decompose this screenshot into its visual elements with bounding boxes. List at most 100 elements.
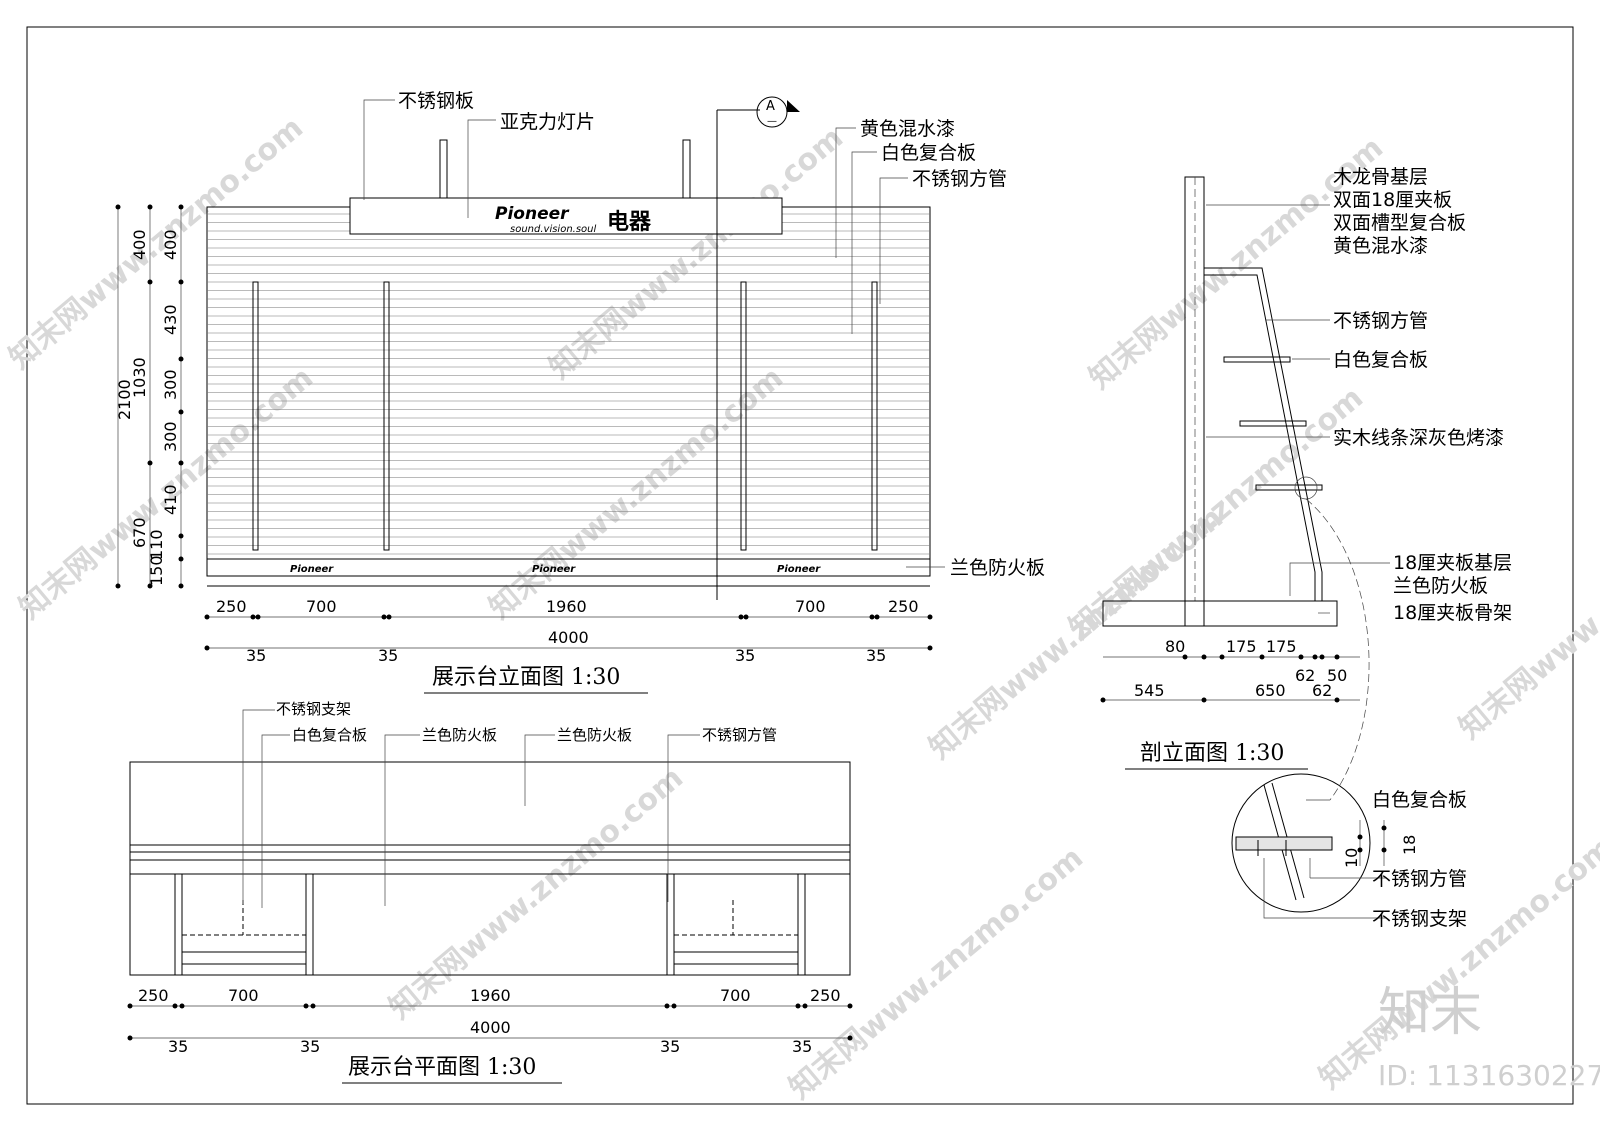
dim-d: 18 [1400, 835, 1419, 855]
dim-h: 1960 [546, 597, 587, 616]
dim-s: 62 [1312, 681, 1332, 700]
label-fireboard: 兰色防火板 [422, 726, 497, 744]
dim-h: 35 [168, 1037, 188, 1056]
detail-view: 白色复合板 不锈钢方管 不锈钢支架 18 10 [1231, 773, 1467, 930]
dim-h: 35 [866, 646, 886, 665]
section-shelf [1255, 484, 1323, 491]
plan-view: 不锈钢支架 白色复合板 兰色防火板 兰色防火板 不锈钢方管 250 700 19… [127, 700, 853, 1084]
dim-v: 1030 [130, 357, 149, 398]
label-bracket: 不锈钢支架 [1372, 908, 1467, 930]
plan-dim-ticks [127, 1003, 853, 1041]
label-yellow-paint: 黄色混水漆 [1333, 235, 1428, 257]
elevation-outline [206, 206, 931, 577]
label-ply18: 双面18厘夹板 [1333, 189, 1452, 211]
watermark-text: 知末网www.znzmo.com [383, 760, 690, 1026]
brand-logo: Pioneer [495, 204, 570, 224]
plan-bay-right [666, 874, 806, 975]
label-tube: 不锈钢方管 [1372, 868, 1467, 890]
label-white-board: 白色复合板 [292, 726, 367, 744]
watermark-text: 知末网www.znzmo.com [923, 500, 1230, 766]
plan-title: 展示台平面图 1:30 [348, 1055, 536, 1080]
dim-total-height: 2100 [115, 379, 134, 420]
section-base [1102, 600, 1338, 627]
label-grooved: 双面槽型复合板 [1333, 212, 1466, 234]
dim-h: 35 [300, 1037, 320, 1056]
dim-v: 300 [161, 369, 180, 400]
label-fireboard: 兰色防火板 [557, 726, 632, 744]
dim-h: 250 [810, 986, 841, 1005]
dim-d: 10 [1342, 848, 1361, 868]
dim-v: 300 [161, 421, 180, 452]
h-dim-ticks [204, 614, 933, 651]
dim-v: 410 [161, 484, 180, 515]
label-white-board: 白色复合板 [881, 142, 976, 164]
section-shelf [1239, 420, 1307, 427]
watermark-id: ID: 1131630227 [1378, 1059, 1600, 1092]
dim-h: 35 [378, 646, 398, 665]
brand-cn: 电器 [607, 210, 652, 235]
dim-s: 175 [1266, 637, 1297, 656]
dim-v: 110 [147, 529, 166, 560]
dim-s: 175 [1226, 637, 1257, 656]
label-white-board: 白色复合板 [1333, 349, 1428, 371]
dim-v: 430 [161, 304, 180, 335]
dim-h: 35 [660, 1037, 680, 1056]
dim-v: 670 [130, 517, 149, 548]
label-ply-base: 18厘夹板基层 [1393, 552, 1512, 574]
band-logo: Pioneer [532, 564, 576, 575]
dim-h: 700 [228, 986, 259, 1005]
section-mark-dash: — [767, 116, 777, 127]
band-logo: Pioneer [290, 564, 334, 575]
section-mark-letter: A [766, 99, 775, 114]
sign-box [349, 197, 783, 235]
dim-h-total: 4000 [548, 628, 589, 647]
dim-h: 700 [306, 597, 337, 616]
sign-post [682, 139, 691, 199]
watermark-text: 知末网www.znzmo.com [543, 120, 850, 386]
dim-h: 35 [792, 1037, 812, 1056]
dim-h-total: 4000 [470, 1018, 511, 1037]
label-stainless-tube: 不锈钢方管 [912, 168, 1007, 190]
dim-h: 700 [720, 986, 751, 1005]
brand-tagline: sound.vision.soul [510, 224, 597, 235]
watermark-logo: 知末 [1378, 983, 1482, 1043]
label-blue-fireboard: 兰色防火板 [950, 557, 1045, 579]
detail-circle [1231, 773, 1371, 913]
label-tube: 不锈钢方管 [702, 726, 777, 744]
label-tube: 不锈钢方管 [1333, 310, 1428, 332]
label-white-board: 白色复合板 [1372, 789, 1467, 811]
dim-h: 250 [888, 597, 919, 616]
sign-post [439, 139, 448, 199]
label-wood-keel: 木龙骨基层 [1333, 166, 1428, 188]
dim-h: 1960 [470, 986, 511, 1005]
band-logo: Pioneer [777, 564, 821, 575]
elevation-slats [207, 213, 930, 555]
sheet-border [26, 26, 1574, 1105]
label-yellow-paint: 黄色混水漆 [860, 118, 955, 140]
detail-board [1235, 836, 1333, 851]
section-dim-ticks [1100, 654, 1340, 703]
dim-h: 700 [795, 597, 826, 616]
watermark-text: 知末网www.znzmo.com [783, 840, 1090, 1106]
dim-h: 35 [735, 646, 755, 665]
label-ply-frame: 18厘夹板骨架 [1393, 602, 1512, 624]
label-stainless-plate: 不锈钢板 [398, 90, 474, 112]
v-dim-ticks [115, 204, 184, 589]
dim-h: 250 [216, 597, 247, 616]
dim-s: 50 [1327, 666, 1347, 685]
section-title: 剖立面图 1:30 [1140, 741, 1284, 766]
dim-s: 80 [1165, 637, 1185, 656]
elevation-view: Pioneer sound.vision.soul 电器 Pioneer Pio… [115, 90, 1045, 694]
watermark-text: 知末网www.znzmo.com [3, 110, 310, 376]
label-acrylic-light: 亚克力灯片 [500, 111, 595, 133]
dim-v: 400 [161, 229, 180, 260]
dim-h: 250 [138, 986, 169, 1005]
plan-outline [129, 761, 851, 976]
vertical-tubes [252, 281, 878, 551]
label-blue-fireboard: 兰色防火板 [1393, 575, 1488, 597]
section-view: 木龙骨基层 双面18厘夹板 双面槽型复合板 黄色混水漆 不锈钢方管 白色复合板 … [1100, 166, 1512, 801]
dim-s: 62 [1295, 666, 1315, 685]
elevation-title: 展示台立面图 1:30 [432, 665, 620, 690]
